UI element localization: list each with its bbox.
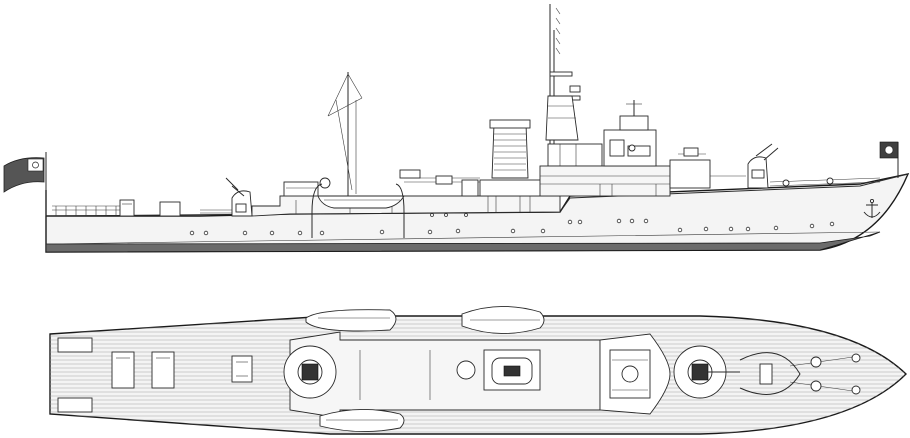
fore-deck-railing — [769, 177, 881, 187]
plan-deckhouse — [289, 331, 601, 419]
gun-icon — [747, 143, 779, 189]
mast-icon — [545, 4, 581, 170]
lifeboat-icon — [461, 306, 545, 334]
forward-deckhouse — [669, 159, 711, 189]
lifeboat-icon — [305, 309, 397, 332]
plan-view — [49, 306, 907, 435]
gun-icon — [673, 345, 740, 399]
stern-railing — [52, 205, 120, 216]
funnel-icon — [489, 119, 531, 179]
jack-flag-icon — [879, 141, 899, 159]
bridge-superstructure — [539, 100, 671, 197]
waterline — [45, 231, 881, 245]
profile-view — [3, 4, 910, 253]
gun-icon — [231, 355, 253, 383]
lifeboat-icon — [311, 183, 405, 238]
portholes — [189, 213, 835, 236]
lifeboat-icon — [319, 409, 405, 432]
derrick-mast — [327, 72, 363, 196]
ensign-flag-icon — [3, 157, 45, 193]
gun-icon — [225, 177, 253, 217]
anchor-icon — [863, 198, 881, 218]
aft-hatch — [159, 201, 181, 217]
stern-hatch — [57, 337, 93, 353]
aft-locker — [119, 199, 135, 217]
